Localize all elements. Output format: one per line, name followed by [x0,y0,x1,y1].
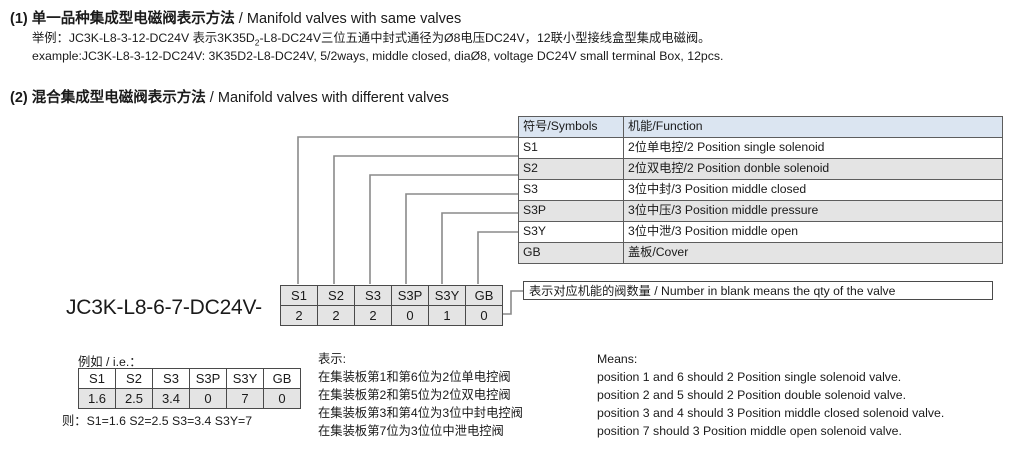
example-col-s2: S2 [115,368,153,389]
model-code-value-row: 2 2 2 0 1 0 [280,305,503,326]
symbol-cell: S1 [518,137,624,159]
example-col-s3: S3 [152,368,190,389]
explanation-english: Means: position 1 and 6 should 2 Positio… [597,350,944,440]
explanation-cn-line: 在集装板第1和第6位为2位单电控阀 [318,370,511,384]
symbol-cell: S3Y [518,221,624,243]
section-1-example-cn: 举例：JC3K-L8-3-12-DC24V 表示3K35D2-L8-DC24V三… [32,30,710,50]
model-code-value-s3: 2 [354,305,392,326]
section-1-title-separator: / [234,11,247,27]
connector-s3 [369,174,518,284]
section-2-title: (2) 混合集成型电磁阀表示方法 / Manifold valves with … [10,86,449,107]
example-value-s3p: 0 [189,388,227,409]
explanation-en-heading: Means: [597,352,638,366]
function-cell: 3位中封/3 Position middle closed [623,179,1003,201]
model-code-value-s1: 2 [280,305,318,326]
function-cell: 2位双电控/2 Position donble solenoid [623,158,1003,180]
connector-s3p [405,193,518,284]
symbols-function-table: 符号/Symbols 机能/Function S1 2位单电控/2 Positi… [518,116,1003,264]
example-value-s3y: 7 [226,388,264,409]
section-1-example-en: example:JC3K-L8-3-12-DC24V: 3K35D2-L8-DC… [32,49,724,63]
example-value-row: 1.6 2.5 3.4 0 7 0 [78,388,301,409]
table-row: S3 3位中封/3 Position middle closed [518,179,1003,201]
connector-s2 [333,155,518,284]
example-col-s3y: S3Y [226,368,264,389]
table-row: S3Y 3位中泄/3 Position middle open [518,221,1003,243]
model-code-col-s3: S3 [354,285,392,306]
model-code-col-gb: GB [465,285,503,306]
example-value-s2: 2.5 [115,388,153,409]
section-2-title-cn: 混合集成型电磁阀表示方法 [31,90,206,106]
model-code-value-s3p: 0 [391,305,429,326]
example-label: 例如 / i.e.： [78,355,142,369]
model-code-col-s3p: S3P [391,285,429,306]
example-value-s1: 1.6 [78,388,116,409]
table-row: GB 盖板/Cover [518,242,1003,264]
function-cell: 盖板/Cover [623,242,1003,264]
section-2-title-en: Manifold valves with different valves [217,90,449,106]
explanation-cn-line: 在集装板第7位为3位位中泄电控阀 [318,424,504,438]
section-2-number: (2) [10,90,28,106]
model-code-col-s3y: S3Y [428,285,466,306]
model-code-value-s2: 2 [317,305,355,326]
table-row: S2 2位双电控/2 Position donble solenoid [518,158,1003,180]
section-1-number: (1) [10,11,28,27]
example-col-s1: S1 [78,368,116,389]
example-col-gb: GB [263,368,301,389]
explanation-cn-heading: 表示: [318,352,347,366]
explanation-en-line: position 7 should 3 Position middle open… [597,424,902,438]
explanation-en-line: position 2 and 5 should 2 Position doubl… [597,388,907,402]
function-cell: 2位单电控/2 Position single solenoid [623,137,1003,159]
example-header-row: S1 S2 S3 S3P S3Y GB [78,368,301,389]
header-function: 机能/Function [623,116,1003,138]
qty-note-box: 表示对应机能的阀数量 / Number in blank means the q… [523,281,993,300]
section-1-title-cn: 单一品种集成型电磁阀表示方法 [31,11,235,27]
section-1-title-en: Manifold valves with same valves [246,11,462,27]
model-code-col-s1: S1 [280,285,318,306]
section-1-example-cn-b: -L8-DC24V三位五通中封式通径为Ø8电压DC24V，12联小型接线盒型集成… [259,31,711,45]
header-symbols: 符号/Symbols [518,116,624,138]
section-1-example-subscript: 2 [254,37,260,48]
example-code-table: S1 S2 S3 S3P S3Y GB 1.6 2.5 3.4 0 7 0 [78,368,301,409]
table-header-row: 符号/Symbols 机能/Function [518,116,1003,138]
symbol-cell: S3P [518,200,624,222]
example-value-s3: 3.4 [152,388,190,409]
symbol-cell: GB [518,242,624,264]
model-code-table: S1 S2 S3 S3P S3Y GB 2 2 2 0 1 0 [280,285,503,326]
table-row: S3P 3位中压/3 Position middle pressure [518,200,1003,222]
example-value-gb: 0 [263,388,301,409]
section-1-title: (1) 单一品种集成型电磁阀表示方法 / Manifold valves wit… [10,7,461,28]
section-2-title-separator: / [205,90,218,106]
symbol-cell: S2 [518,158,624,180]
explanation-chinese: 表示: 在集装板第1和第6位为2位单电控阀 在集装板第2和第5位为2位双电控阀 … [318,350,523,440]
model-code-value-gb: 0 [465,305,503,326]
model-code-header-row: S1 S2 S3 S3P S3Y GB [280,285,503,306]
connector-gb [477,231,518,284]
model-code-col-s2: S2 [317,285,355,306]
explanation-cn-line: 在集装板第3和第4位为3位中封电控阀 [318,406,523,420]
connector-s1 [297,136,518,284]
example-result-text: 则：S1=1.6 S2=2.5 S3=3.4 S3Y=7 [62,414,253,428]
model-code-value-s3y: 1 [428,305,466,326]
function-cell: 3位中压/3 Position middle pressure [623,200,1003,222]
table-row: S1 2位单电控/2 Position single solenoid [518,137,1003,159]
explanation-cn-line: 在集装板第2和第5位为2位双电控阀 [318,388,511,402]
symbol-cell: S3 [518,179,624,201]
example-col-s3p: S3P [189,368,227,389]
function-cell: 3位中泄/3 Position middle open [623,221,1003,243]
section-1-example-cn-a: 举例：JC3K-L8-3-12-DC24V 表示3K35D [32,31,255,45]
explanation-en-line: position 1 and 6 should 2 Position singl… [597,370,902,384]
connector-s3y [441,212,518,284]
model-number-prefix: JC3K-L8-6-7-DC24V- [66,296,262,319]
explanation-en-line: position 3 and 4 should 3 Position middl… [597,406,945,420]
